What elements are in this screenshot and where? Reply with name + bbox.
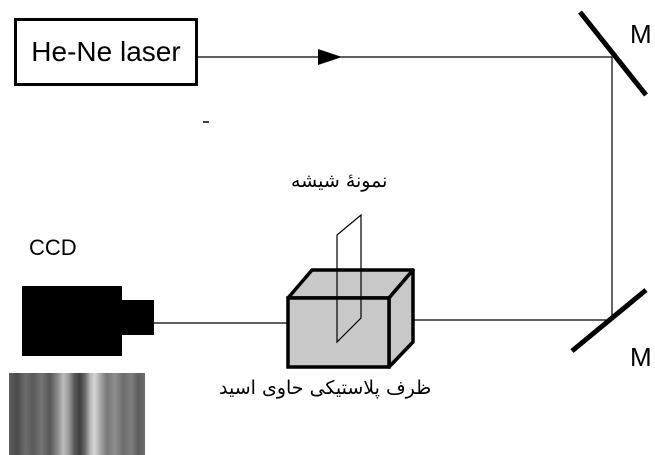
top-mirror [578,10,648,97]
ccd-label: CCD [29,235,77,260]
glass-sample-label: نمونهٔ شیشه [291,170,388,192]
he-ne-laser-box: He-Ne laser [14,18,198,86]
acid-container [286,268,415,369]
laser-label: He-Ne laser [31,36,181,67]
beam-direction-arrow [318,49,342,65]
acid-container-label: ظرف پلاستیکی حاوی اسید [219,377,432,399]
ccd-camera-body [22,286,122,356]
container-front-face [286,296,391,369]
glass-sample-plate [336,213,362,344]
ccd-camera [22,286,154,356]
ccd-camera-lens [120,300,154,335]
bottom-mirror-label: M [630,342,652,372]
top-mirror-label: M [630,19,652,49]
interference-fringe-image [9,373,145,455]
